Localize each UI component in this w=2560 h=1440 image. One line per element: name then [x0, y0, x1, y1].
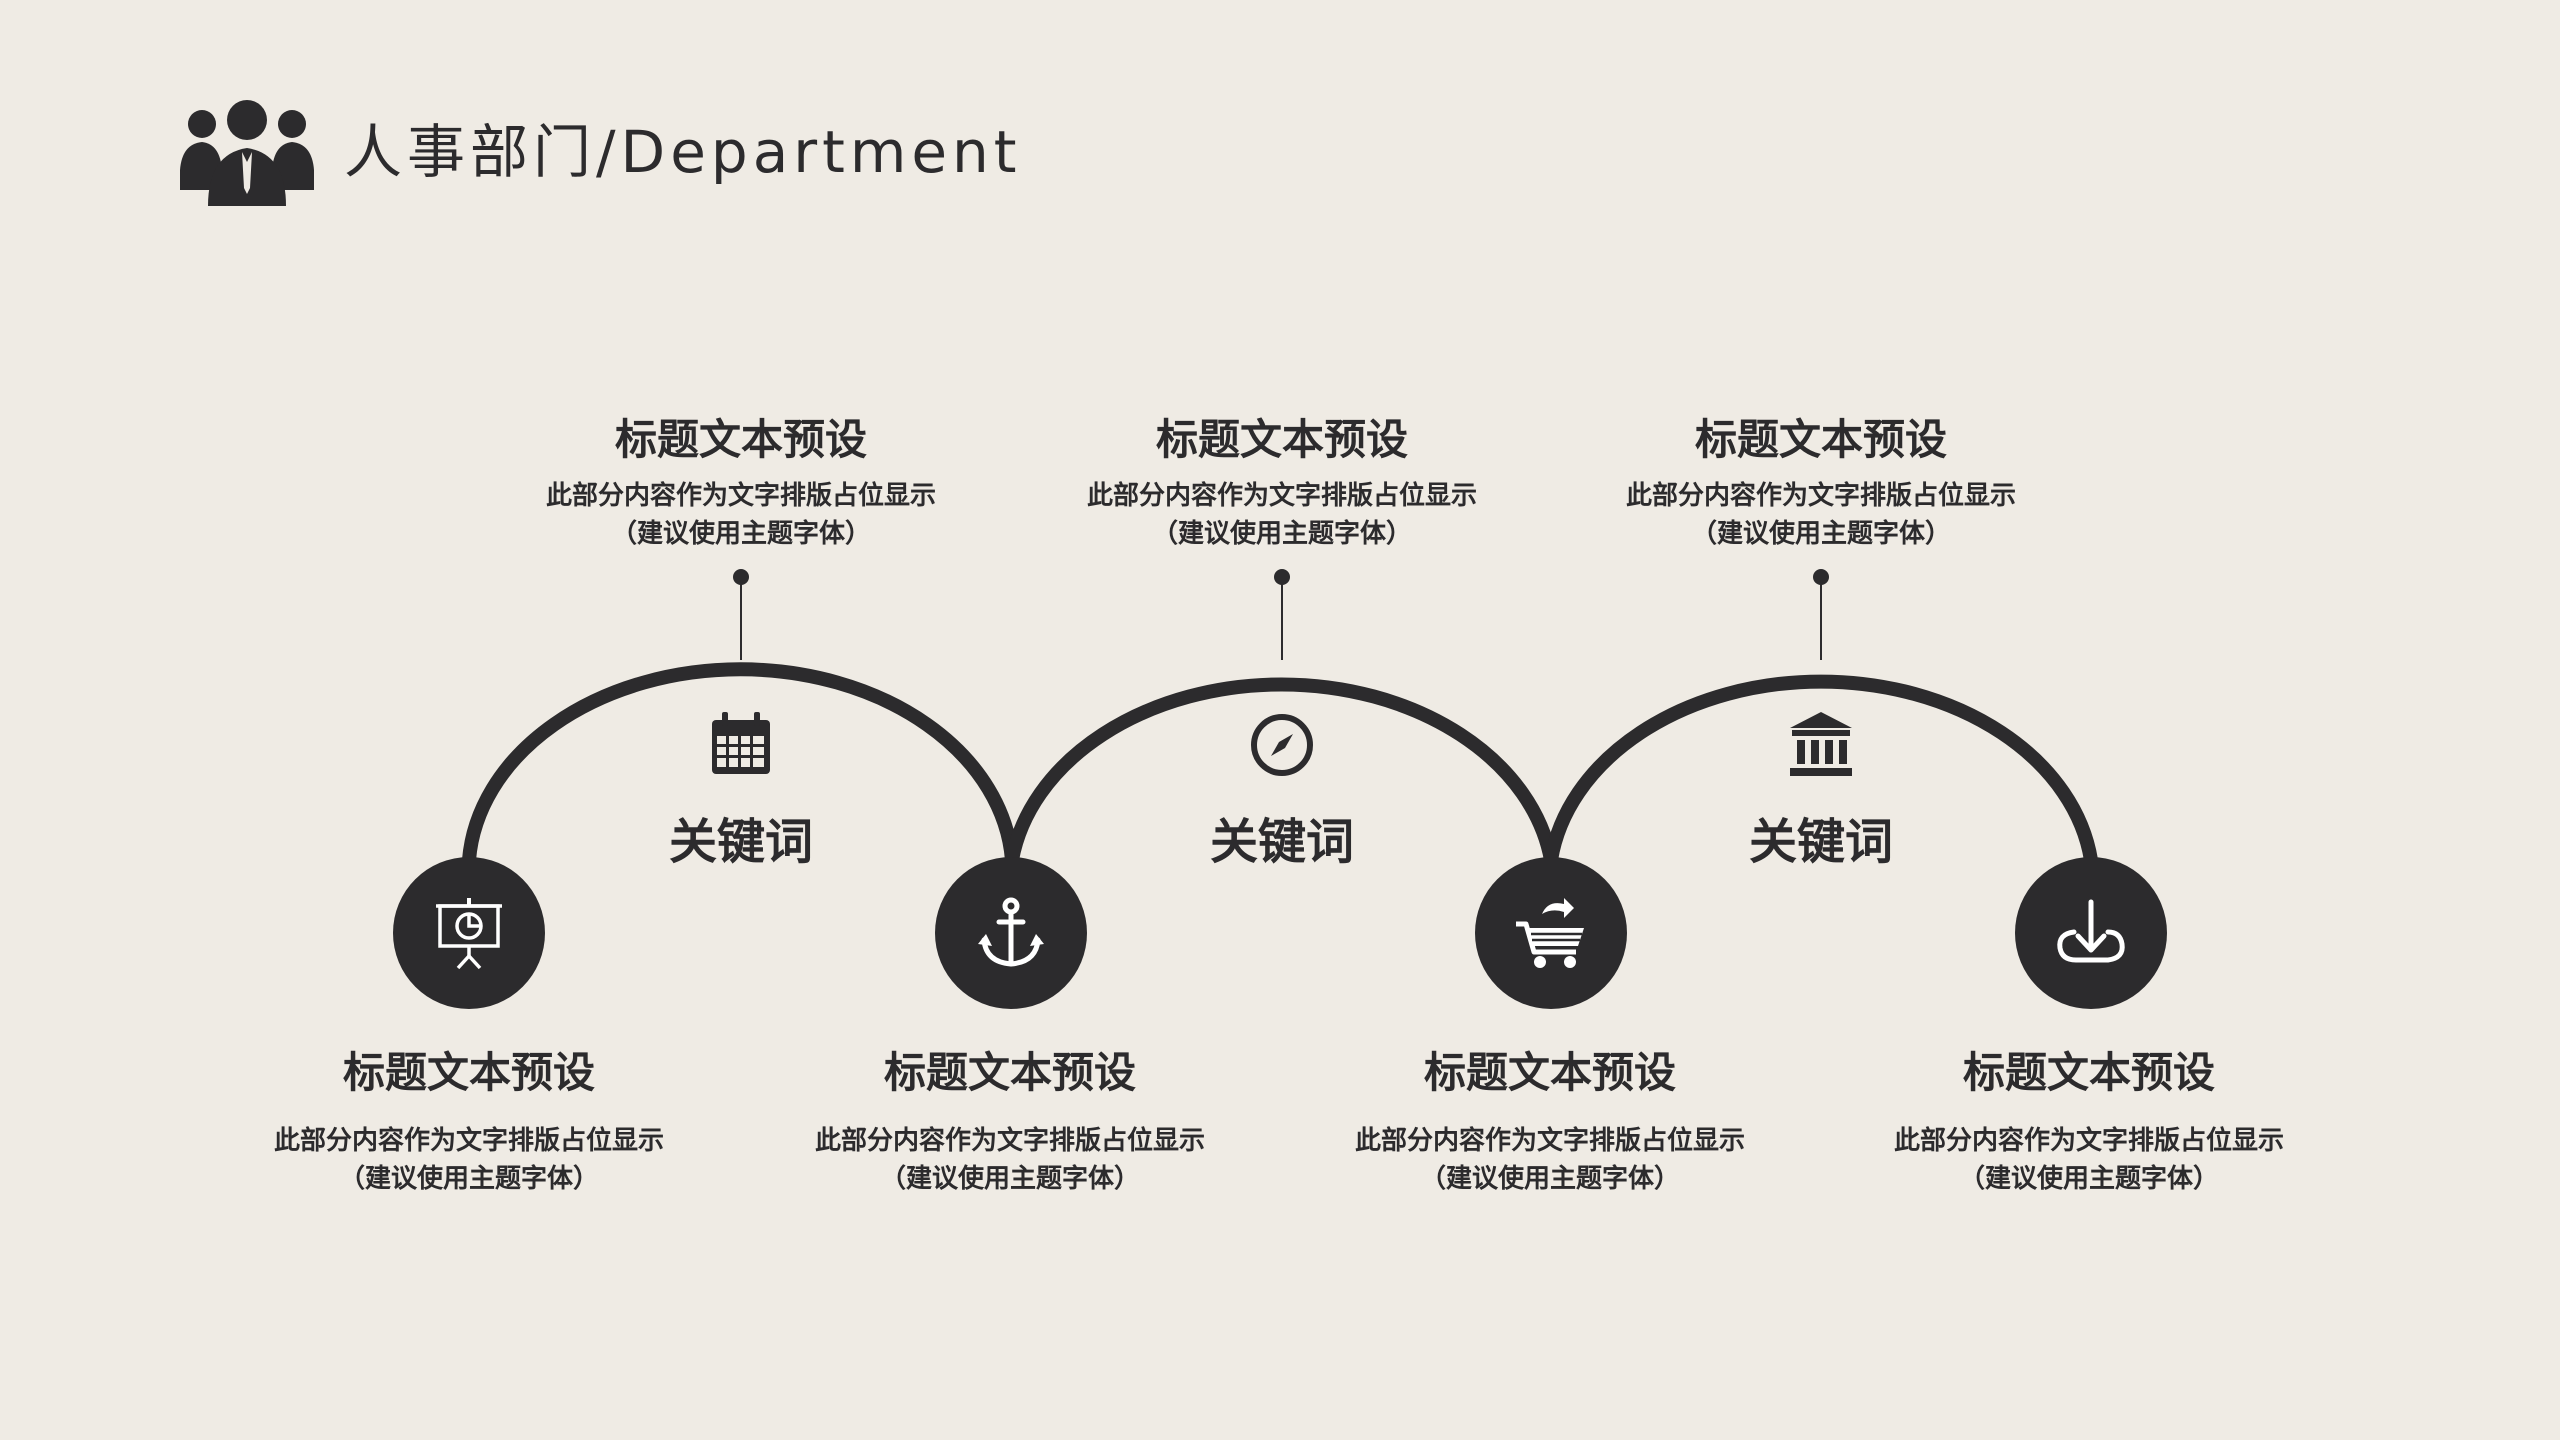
- bottom-item-3: 标题文本预设 此部分内容作为文字排版占位显示 （建议使用主题字体）: [1320, 1046, 1780, 1198]
- bottom-item-2: 标题文本预设 此部分内容作为文字排版占位显示 （建议使用主题字体）: [780, 1046, 1240, 1198]
- item-title: 标题文本预设: [1962, 1048, 2215, 1097]
- item-desc-line1: 此部分内容作为文字排版占位显示: [545, 481, 936, 511]
- item-desc-line1: 此部分内容作为文字排版占位显示: [1086, 481, 1477, 511]
- cloud-download-icon: [2057, 899, 2125, 963]
- item-title: 标题文本预设: [1155, 415, 1408, 464]
- connector-dot: [1813, 569, 1829, 585]
- item-desc-line2: （建议使用主题字体）: [1419, 1164, 1680, 1194]
- item-desc-line1: 此部分内容作为文字排版占位显示: [1893, 1126, 2284, 1156]
- anchor-icon: [978, 897, 1044, 967]
- page-title: 人事部门/Department: [344, 118, 1022, 186]
- item-desc-line1: 此部分内容作为文字排版占位显示: [1625, 481, 2016, 511]
- item-desc-line2: （建议使用主题字体）: [1151, 519, 1412, 549]
- calendar-icon: [712, 712, 770, 774]
- step-node-3[interactable]: [1475, 857, 1627, 1009]
- item-title: 标题文本预设: [614, 415, 867, 464]
- item-desc-line2: （建议使用主题字体）: [338, 1164, 599, 1194]
- item-title: 标题文本预设: [1423, 1048, 1676, 1097]
- presentation-chart-icon: [436, 898, 502, 970]
- connector-dot: [733, 569, 749, 585]
- bottom-item-4: 标题文本预设 此部分内容作为文字排版占位显示 （建议使用主题字体）: [1859, 1046, 2319, 1198]
- step-node-1[interactable]: [393, 857, 545, 1009]
- top-item-3: 标题文本预设 此部分内容作为文字排版占位显示 （建议使用主题字体）: [1591, 413, 2051, 553]
- keyword-label-1: 关键词: [668, 814, 813, 870]
- item-title: 标题文本预设: [342, 1048, 595, 1097]
- item-desc-line1: 此部分内容作为文字排版占位显示: [814, 1126, 1205, 1156]
- keyword-label-2: 关键词: [1209, 814, 1354, 870]
- top-item-1: 标题文本预设 此部分内容作为文字排版占位显示 （建议使用主题字体）: [511, 413, 971, 553]
- item-desc-line2: （建议使用主题字体）: [1690, 519, 1951, 549]
- step-node-2[interactable]: [935, 857, 1087, 1009]
- keyword-label-3: 关键词: [1748, 814, 1893, 870]
- item-desc-line1: 此部分内容作为文字排版占位显示: [1354, 1126, 1745, 1156]
- item-desc-line2: （建议使用主题字体）: [610, 519, 871, 549]
- item-title: 标题文本预设: [1694, 415, 1947, 464]
- people-group-icon: [180, 100, 314, 206]
- connector-dot: [1274, 569, 1290, 585]
- bottom-item-1: 标题文本预设 此部分内容作为文字排版占位显示 （建议使用主题字体）: [239, 1046, 699, 1198]
- item-title: 标题文本预设: [883, 1048, 1136, 1097]
- item-desc-line2: （建议使用主题字体）: [1958, 1164, 2219, 1194]
- item-desc-line1: 此部分内容作为文字排版占位显示: [273, 1126, 664, 1156]
- step-node-4[interactable]: [2015, 857, 2167, 1009]
- top-item-2: 标题文本预设 此部分内容作为文字排版占位显示 （建议使用主题字体）: [1052, 413, 1512, 553]
- compass-icon: [1251, 714, 1313, 776]
- item-desc-line2: （建议使用主题字体）: [879, 1164, 1140, 1194]
- cart-icon: [1516, 898, 1584, 968]
- bank-icon: [1790, 712, 1852, 776]
